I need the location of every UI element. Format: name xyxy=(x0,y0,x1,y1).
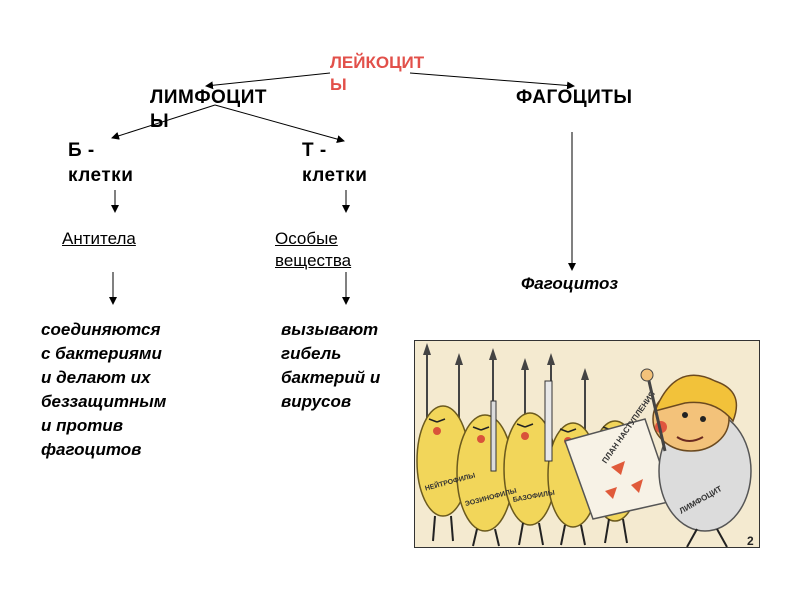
node-special-substances: Особые вещества xyxy=(275,229,352,270)
node-phagocytosis: Фагоцитоз xyxy=(521,274,619,293)
node-lymphocytes: ЛИМФОЦИТ Ы xyxy=(150,87,267,132)
node-antibodies: Антитела xyxy=(62,229,136,248)
arrow-title-to-phagocytes xyxy=(409,72,575,90)
effect-antibodies: соединяются с бактериями и делают их без… xyxy=(41,320,167,459)
cartoon-illustration: НЕЙТРОФИЛЫ ЭОЗИНОФИЛЫ БАЗОФИЛЫ МОНОЦИТЫ … xyxy=(414,340,760,548)
cartoon-drawing: НЕЙТРОФИЛЫ ЭОЗИНОФИЛЫ БАЗОФИЛЫ МОНОЦИТЫ … xyxy=(415,341,759,548)
node-phagocytes: ФАГОЦИТЫ xyxy=(516,87,633,108)
node-b-cells: Б - клетки xyxy=(68,140,134,186)
arrow-lymph-to-b xyxy=(111,104,216,140)
arrow-lymph-to-t xyxy=(214,104,345,143)
arrow-title-to-lymphocytes xyxy=(205,72,331,90)
node-t-cells: Т - клетки xyxy=(302,140,368,186)
cartoon-caption: 2 xyxy=(747,534,754,548)
effect-substances: вызывают гибель бактерий и вирусов xyxy=(281,320,381,411)
diagram-title: ЛЕЙКОЦИТ Ы xyxy=(330,53,425,94)
